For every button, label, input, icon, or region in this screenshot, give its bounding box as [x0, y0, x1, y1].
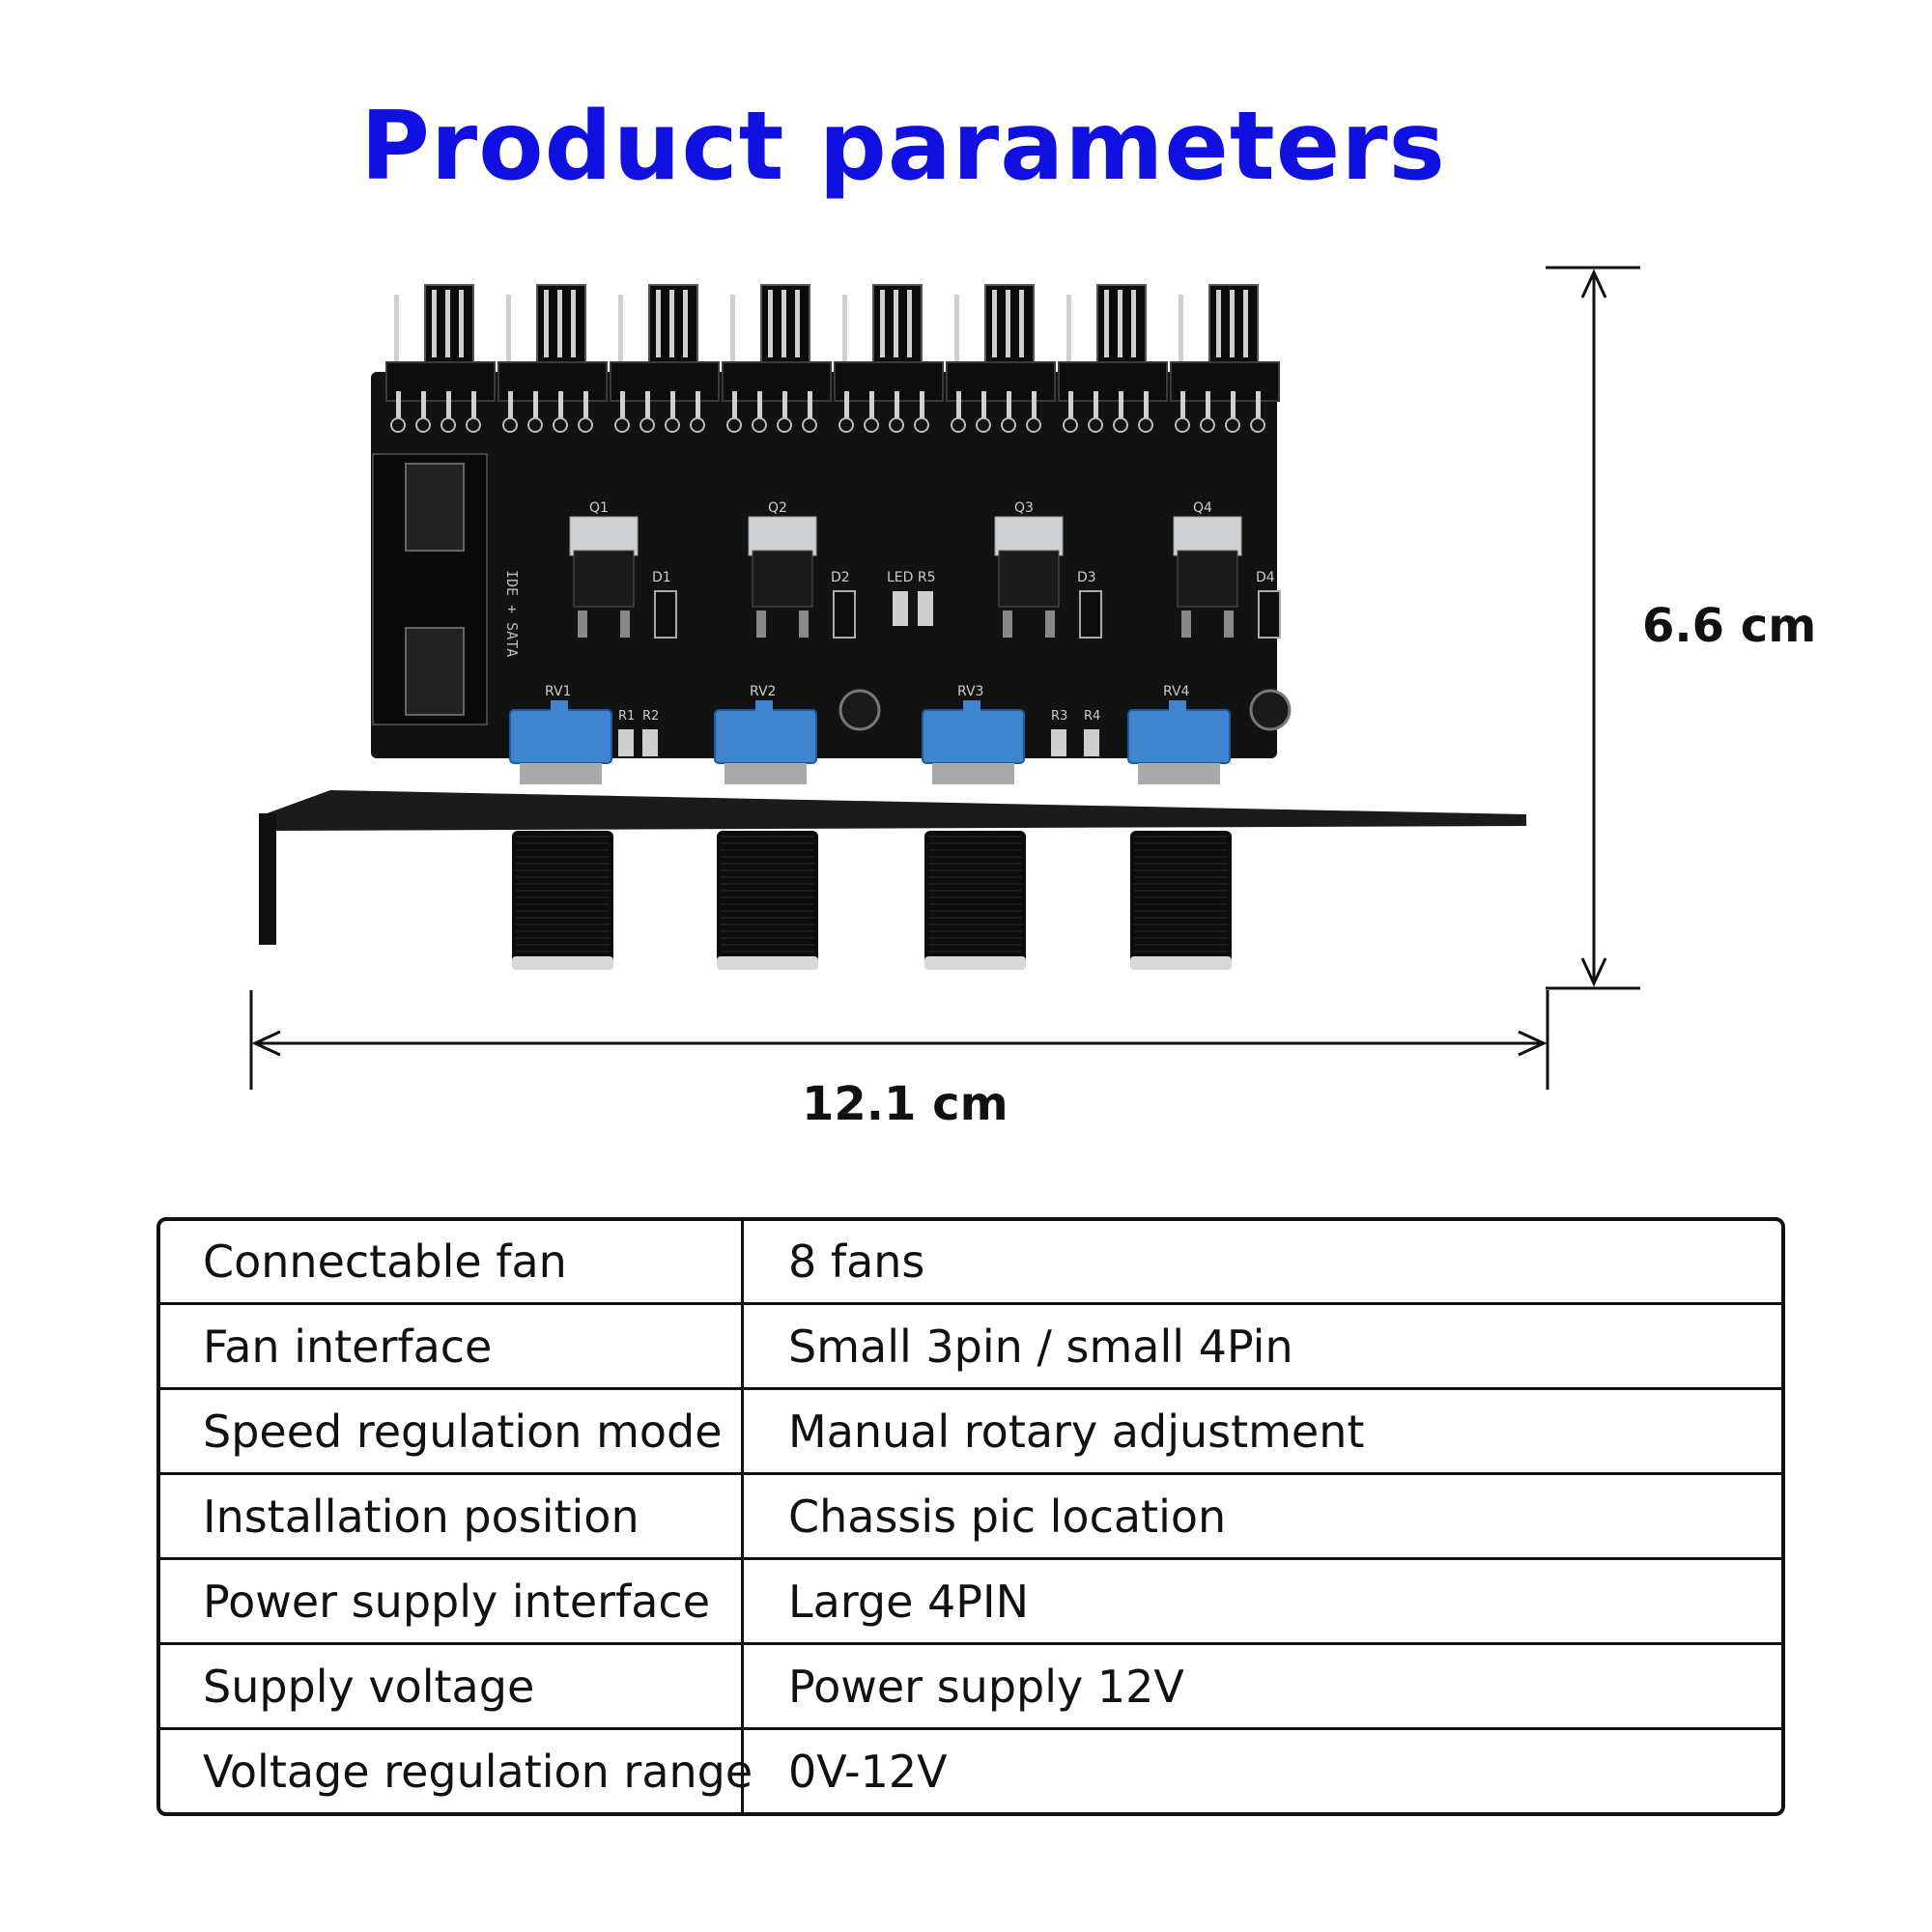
spec-label: Voltage regulation range — [160, 1730, 753, 1812]
spec-value: Small 3pin / small 4Pin — [788, 1320, 1293, 1373]
spec-value: Power supply 12V — [788, 1660, 1184, 1713]
fan-header — [1058, 284, 1168, 433]
spec-label: Installation position — [160, 1475, 744, 1557]
knob — [1130, 831, 1232, 970]
fan-header — [722, 284, 832, 433]
spec-value: Large 4PIN — [788, 1575, 1030, 1628]
spec-label: Power supply interface — [160, 1560, 744, 1642]
spec-label: Supply voltage — [160, 1645, 744, 1727]
svg-text:RV3: RV3 — [957, 684, 983, 699]
knob — [512, 831, 613, 970]
power-connector: IDE + SATA — [372, 453, 521, 725]
table-row: Supply voltage Power supply 12V — [160, 1642, 1781, 1727]
fan-header — [1170, 284, 1280, 433]
screw — [1249, 689, 1292, 731]
potentiometer: RV1 — [509, 684, 612, 784]
svg-text:Q2: Q2 — [768, 500, 787, 516]
potentiometer: RV2 — [714, 684, 817, 784]
svg-text:RV4: RV4 — [1163, 684, 1190, 699]
fan-header — [385, 284, 496, 433]
metal-bracket — [259, 790, 1526, 945]
spec-label: Fan interface — [160, 1305, 744, 1387]
potentiometer: RV4 — [1127, 684, 1231, 784]
spec-value: Manual rotary adjustment — [788, 1405, 1365, 1458]
svg-text:IDE + SATA: IDE + SATA — [503, 570, 521, 657]
width-label: 12.1 cm — [802, 1077, 1009, 1131]
svg-text:RV2: RV2 — [750, 684, 776, 699]
fan-header — [834, 284, 944, 433]
svg-text:Q4: Q4 — [1193, 500, 1212, 516]
spec-value: 8 fans — [788, 1236, 925, 1288]
table-row: Voltage regulation range 0V-12V — [160, 1727, 1781, 1812]
svg-text:D4: D4 — [1256, 570, 1275, 585]
knob — [717, 831, 818, 970]
screw — [838, 689, 881, 731]
svg-text:D2: D2 — [831, 570, 850, 585]
fan-header — [946, 284, 1056, 433]
table-row: Connectable fan 8 fans — [160, 1221, 1781, 1302]
spec-value: Chassis pic location — [788, 1490, 1227, 1543]
fan-header — [497, 284, 608, 433]
spec-table: Connectable fan 8 fans Fan interface Sma… — [156, 1217, 1785, 1816]
spec-value: 0V-12V — [788, 1745, 948, 1798]
spec-label: Connectable fan — [160, 1221, 744, 1302]
spec-label: Speed regulation mode — [160, 1390, 744, 1472]
potentiometer: RV3 — [922, 684, 1025, 784]
table-row: Power supply interface Large 4PIN — [160, 1557, 1781, 1642]
fan-header — [610, 284, 720, 433]
svg-text:R4: R4 — [1084, 709, 1100, 724]
knob — [924, 831, 1026, 970]
svg-text:LED R5: LED R5 — [887, 570, 936, 585]
fan-headers — [385, 284, 1280, 433]
svg-text:RV1: RV1 — [545, 684, 571, 699]
svg-text:R2: R2 — [642, 709, 659, 724]
width-dimension-line — [249, 990, 1549, 1090]
table-row: Fan interface Small 3pin / small 4Pin — [160, 1302, 1781, 1387]
svg-text:R3: R3 — [1051, 709, 1067, 724]
svg-text:Q3: Q3 — [1014, 500, 1034, 516]
page-title: Product parameters — [360, 92, 1446, 202]
svg-text:D1: D1 — [652, 570, 671, 585]
control-knobs — [512, 831, 1232, 970]
svg-text:D3: D3 — [1077, 570, 1096, 585]
height-label: 6.6 cm — [1642, 599, 1817, 653]
table-row: Installation position Chassis pic locati… — [160, 1472, 1781, 1557]
table-row: Speed regulation mode Manual rotary adju… — [160, 1387, 1781, 1472]
svg-text:R1: R1 — [618, 709, 635, 724]
height-dimension-line — [1546, 266, 1640, 990]
svg-text:Q1: Q1 — [589, 500, 609, 516]
pcb-board — [371, 372, 1277, 758]
